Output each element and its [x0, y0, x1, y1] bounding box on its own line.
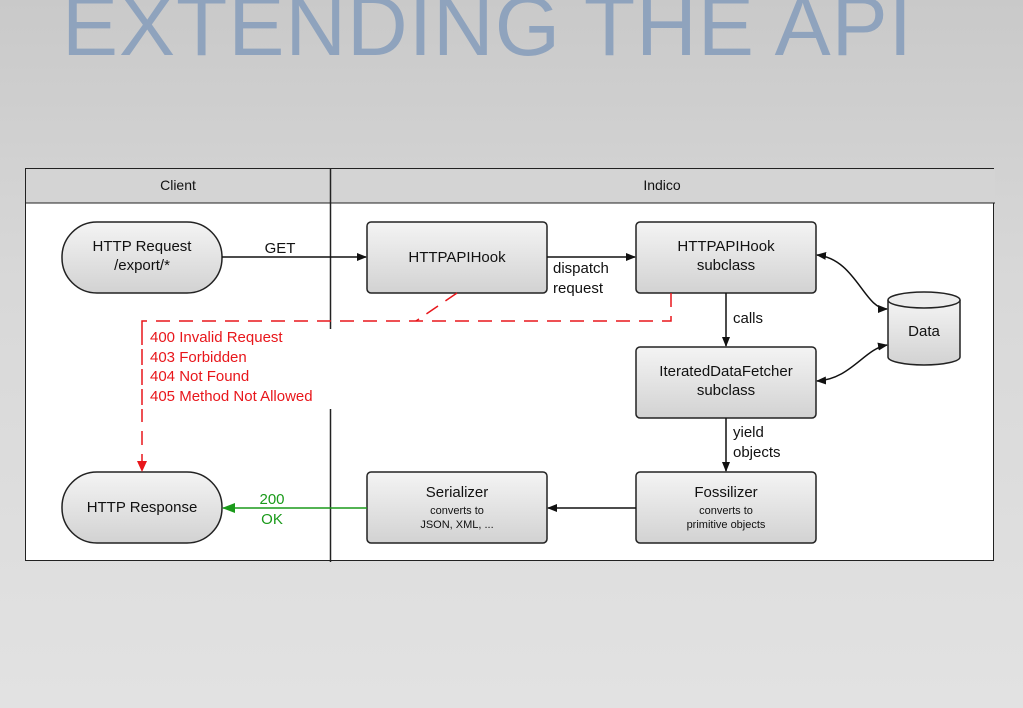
ok-code: 200: [259, 491, 284, 508]
diagram-canvas: Client Indico HTTP Request /export/* HTT…: [26, 169, 995, 562]
flow-diagram: Client Indico HTTP Request /export/* HTT…: [25, 168, 995, 562]
http-request-label: HTTP Request: [93, 238, 193, 255]
subclass-data-arrow: [816, 251, 888, 313]
httpapihook-subclass-label: HTTPAPIHook: [677, 238, 775, 255]
error-branch: [415, 292, 458, 322]
fetcher-label: IteratedDataFetcher: [659, 363, 792, 380]
error-405: 405 Method Not Allowed: [150, 388, 313, 405]
fossilizer-desc-2: primitive objects: [687, 519, 766, 531]
fetcher-sub: subclass: [697, 382, 755, 399]
data-store-label: Data: [908, 323, 940, 340]
http-response-node: HTTP Response: [61, 471, 223, 544]
error-403: 403 Forbidden: [150, 349, 247, 366]
fetcher-node: IteratedDataFetcher subclass: [635, 346, 817, 419]
lane-indico-label: Indico: [643, 177, 681, 193]
get-label: GET: [265, 240, 296, 257]
dispatch-label-2: request: [553, 280, 604, 297]
serializer-desc-2: JSON, XML, ...: [420, 519, 493, 531]
fossilizer-node: Fossilizer converts to primitive objects: [635, 471, 817, 544]
yield-label-1: yield: [733, 424, 764, 441]
lane-client-label: Client: [160, 177, 196, 193]
fetcher-data-arrow: [816, 342, 888, 385]
http-request-path: /export/*: [114, 257, 170, 274]
serializer-desc-1: converts to: [430, 505, 484, 517]
serializer-node: Serializer converts to JSON, XML, ...: [366, 471, 548, 544]
error-400: 400 Invalid Request: [150, 329, 283, 346]
httpapihook-node: HTTPAPIHook: [366, 221, 548, 294]
slide-title: EXTENDING THE API: [62, 0, 913, 73]
error-list-bg: [136, 329, 336, 409]
httpapihook-subclass-node: HTTPAPIHook subclass: [635, 221, 817, 294]
data-store-node: Data: [887, 291, 961, 366]
httpapihook-label: HTTPAPIHook: [408, 249, 506, 266]
calls-label: calls: [733, 310, 763, 327]
http-response-label: HTTP Response: [87, 499, 198, 516]
yield-label-2: objects: [733, 444, 781, 461]
lane-header-bar: [26, 169, 995, 203]
httpapihook-subclass-sub: subclass: [697, 257, 755, 274]
dispatch-label-1: dispatch: [553, 260, 609, 277]
serializer-label: Serializer: [426, 484, 489, 501]
error-404: 404 Not Found: [150, 368, 249, 385]
http-request-node: HTTP Request /export/*: [61, 221, 223, 294]
ok-text: OK: [261, 511, 283, 528]
fossilizer-label: Fossilizer: [694, 484, 757, 501]
fossilizer-desc-1: converts to: [699, 505, 753, 517]
